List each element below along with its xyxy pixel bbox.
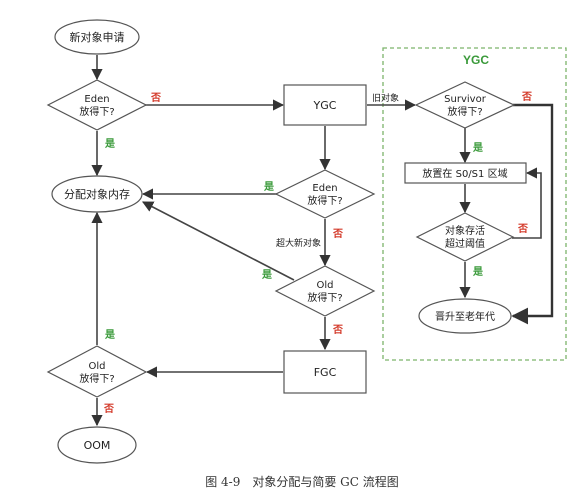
node-new-request-label: 新对象申请 <box>70 30 125 44</box>
label-eden2-no: 否 <box>332 228 343 240</box>
label-eden-no: 否 <box>150 92 161 104</box>
figure-caption: 图 4-9 对象分配与简要 GC 流程图 <box>205 474 399 489</box>
node-new-request: 新对象申请 <box>54 19 140 55</box>
label-age-yes: 是 <box>472 266 483 278</box>
node-fgc: FGC <box>283 350 367 394</box>
label-old-object: 旧对象 <box>372 92 399 104</box>
label-old-no: 否 <box>332 324 343 336</box>
node-alloc: 分配对象内存 <box>51 175 143 213</box>
node-promote-label: 晋升至老年代 <box>435 310 495 323</box>
node-oom: OOM <box>57 426 137 464</box>
label-huge-object: 超大新对象 <box>276 237 321 249</box>
label-survivor-yes: 是 <box>472 142 483 154</box>
label-eden-yes: 是 <box>104 138 115 150</box>
node-alloc-label: 分配对象内存 <box>64 187 130 201</box>
ygc-group-title: YGC <box>463 53 489 67</box>
label-age-no: 否 <box>517 223 528 235</box>
edge-old-yes-to-alloc <box>142 201 295 281</box>
node-place-s0s1-label: 放置在 S0/S1 区域 <box>422 167 507 180</box>
label-survivor-no: 否 <box>521 91 532 103</box>
edge-survivor-no-to-promote <box>511 103 554 325</box>
node-fgc-label: FGC <box>314 366 337 379</box>
node-age-threshold-label: 对象存活超过阈值 <box>445 224 485 250</box>
node-age-threshold: 对象存活超过阈值 <box>415 212 515 262</box>
label-old-yes: 是 <box>261 269 272 281</box>
edge-age-no-loop <box>512 167 542 239</box>
label-old2-yes: 是 <box>104 329 115 341</box>
label-eden2-yes: 是 <box>263 181 274 193</box>
node-ygc: YGC <box>283 84 367 126</box>
label-old2-no: 否 <box>103 403 114 415</box>
node-place-s0s1: 放置在 S0/S1 区域 <box>404 162 527 184</box>
node-oom-label: OOM <box>84 439 111 452</box>
node-ygc-label: YGC <box>313 99 337 112</box>
ygc-group-box <box>382 47 567 361</box>
node-promote: 晋升至老年代 <box>418 298 512 334</box>
